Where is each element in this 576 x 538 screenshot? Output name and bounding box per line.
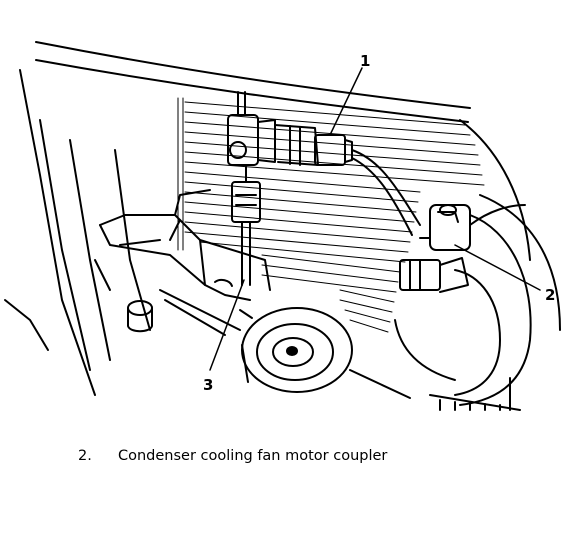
vertical-pipe	[227, 91, 276, 286]
figure-caption: 2. Condenser cooling fan motor coupler	[78, 448, 387, 464]
left-body-panel	[4, 41, 471, 396]
pressure-switch-coupler	[274, 124, 421, 236]
callout-2: 2	[545, 286, 555, 304]
condenser-fan-diagram: 1 2 3	[4, 41, 561, 411]
callout-3: 3	[203, 376, 213, 394]
caption-text: Condenser cooling fan motor coupler	[118, 448, 388, 464]
condenser-fins	[177, 97, 485, 333]
leader-lines	[209, 67, 541, 371]
support-bracket	[99, 189, 271, 336]
rubber-mount	[127, 300, 153, 333]
callout-1: 1	[360, 52, 370, 70]
horn	[239, 307, 411, 399]
fan-shroud	[394, 119, 561, 411]
fan-motor-coupler	[399, 204, 526, 293]
caption-item-number: 2.	[78, 448, 92, 464]
